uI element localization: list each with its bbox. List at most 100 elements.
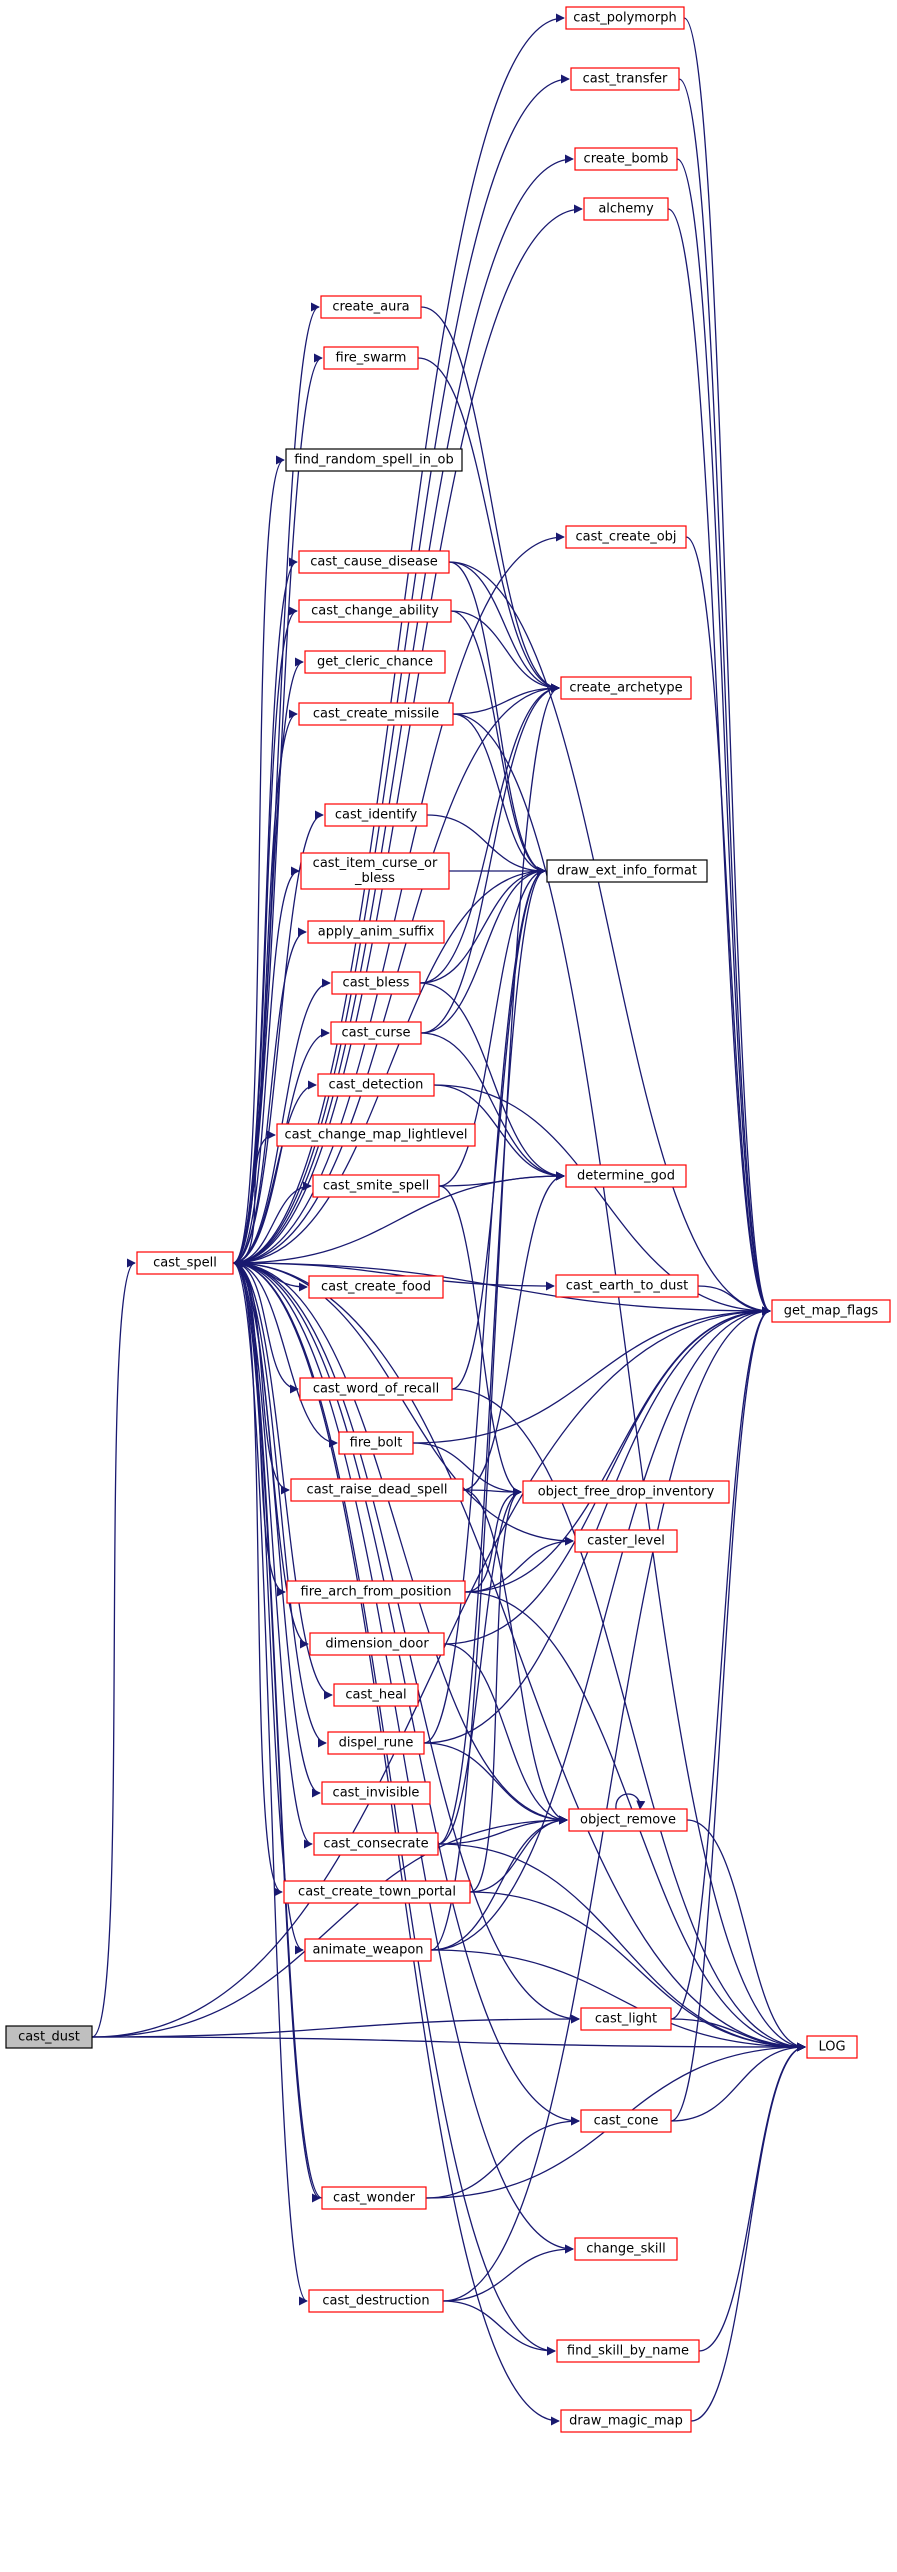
node-cast_change_map_lightlevel[interactable]: cast_change_map_lightlevel — [276, 1123, 476, 1147]
edge-cast_dust-to-cast_spell — [91, 1258, 136, 2038]
node-cast_spell[interactable]: cast_spell — [136, 1251, 234, 1275]
node-label: cast_cause_disease — [310, 555, 437, 570]
node-alchemy[interactable]: alchemy — [583, 197, 669, 221]
node-cast_earth_to_dust[interactable]: cast_earth_to_dust — [555, 1274, 699, 1298]
node-cast_identify[interactable]: cast_identify — [324, 803, 428, 827]
edge-cast_create_obj-to-get_map_flags — [685, 536, 771, 1316]
node-fire_swarm[interactable]: fire_swarm — [323, 346, 419, 370]
node-animate_weapon[interactable]: animate_weapon — [304, 1938, 432, 1962]
node-cast_cone[interactable]: cast_cone — [580, 2109, 672, 2133]
node-cast_change_ability[interactable]: cast_change_ability — [298, 599, 452, 623]
node-box — [298, 550, 450, 574]
edge-cast_cause_disease-to-get_map_flags — [448, 561, 771, 1316]
node-find_skill_by_name[interactable]: find_skill_by_name — [556, 2339, 700, 2363]
node-cast_invisible[interactable]: cast_invisible — [321, 1781, 431, 1805]
node-dimension_door[interactable]: dimension_door — [309, 1632, 445, 1656]
node-cast_create_food[interactable]: cast_create_food — [308, 1275, 444, 1299]
node-determine_god[interactable]: determine_god — [565, 1164, 687, 1188]
node-fire_bolt[interactable]: fire_bolt — [338, 1431, 414, 1455]
node-cast_create_missile[interactable]: cast_create_missile — [298, 702, 454, 726]
node-cast_curse[interactable]: cast_curse — [330, 1021, 422, 1045]
node-box — [806, 2035, 858, 2059]
edge-find_skill_by_name-to-LOG — [698, 2042, 806, 2352]
edge-animate_weapon-to-get_map_flags — [430, 1306, 771, 1951]
edge-cast_spell-to-draw_ext_info_format — [232, 866, 546, 1264]
node-apply_anim_suffix[interactable]: apply_anim_suffix — [307, 920, 445, 944]
node-get_cleric_chance[interactable]: get_cleric_chance — [304, 650, 446, 674]
node-cast_bless[interactable]: cast_bless — [331, 971, 421, 995]
node-label: cast_transfer — [583, 72, 668, 87]
edge-cast_transfer-to-get_map_flags — [678, 78, 771, 1316]
node-box — [304, 650, 446, 674]
node-label: fire_bolt — [350, 1436, 403, 1451]
node-label: cast_change_map_lightlevel — [285, 1128, 468, 1143]
node-label: cast_curse — [342, 1026, 411, 1041]
node-cast_create_obj[interactable]: cast_create_obj — [565, 525, 687, 549]
edge-cast_destruction-to-change_skill — [442, 2244, 574, 2302]
edge-cast_spell-to-apply_anim_suffix — [232, 927, 307, 1264]
edge-object_remove-to-object_remove — [615, 1793, 646, 1810]
node-cast_item_curse_or_bless[interactable]: cast_item_curse_or_bless — [300, 852, 450, 890]
node-box — [565, 525, 687, 549]
edge-cast_spell-to-object_remove — [232, 1262, 568, 1825]
edge-dispel_rune-to-object_remove — [423, 1742, 568, 1825]
node-cast_wonder[interactable]: cast_wonder — [321, 2186, 427, 2210]
node-cast_destruction[interactable]: cast_destruction — [308, 2289, 444, 2313]
edge-cast_spell-to-find_random_spell_in_ob — [232, 455, 285, 1264]
node-create_aura[interactable]: create_aura — [320, 295, 422, 319]
node-get_map_flags[interactable]: get_map_flags — [771, 1299, 891, 1323]
edge-cast_raise_dead_spell-to-determine_god — [462, 1171, 565, 1491]
node-cast_smite_spell[interactable]: cast_smite_spell — [312, 1174, 440, 1198]
node-change_skill[interactable]: change_skill — [574, 2237, 678, 2261]
node-cast_detection[interactable]: cast_detection — [317, 1073, 435, 1097]
edge-cast_consecrate-to-object_remove — [437, 1815, 568, 1845]
node-box — [309, 1632, 445, 1656]
node-label: change_skill — [586, 2242, 665, 2257]
node-create_bomb[interactable]: create_bomb — [574, 147, 678, 171]
edge-cast_bless-to-determine_god — [419, 982, 565, 1181]
node-draw_magic_map[interactable]: draw_magic_map — [560, 2409, 692, 2433]
edge-cast_curse-to-determine_god — [420, 1032, 565, 1181]
node-label: cast_item_curse_or — [313, 856, 438, 871]
edge-cast_bless-to-create_archetype — [419, 683, 560, 984]
node-object_remove[interactable]: object_remove — [568, 1808, 688, 1832]
edge-cast_spell-to-cast_word_of_recall — [232, 1262, 299, 1394]
node-box — [574, 147, 678, 171]
node-label: cast_cone — [594, 2114, 659, 2129]
node-box — [5, 2025, 93, 2049]
edge-cast_wonder-to-cast_cone — [425, 2116, 580, 2199]
node-create_archetype[interactable]: create_archetype — [560, 676, 692, 700]
node-box — [321, 2186, 427, 2210]
node-box — [285, 448, 463, 472]
node-dispel_rune[interactable]: dispel_rune — [327, 1731, 425, 1755]
node-label: cast_heal — [345, 1688, 406, 1703]
node-object_free_drop_inventory[interactable]: object_free_drop_inventory — [522, 1480, 730, 1504]
edge-cast_spell-to-cast_smite_spell — [232, 1181, 312, 1264]
node-box — [317, 1073, 435, 1097]
edge-cast_light-to-get_map_flags — [670, 1306, 771, 2020]
edge-fire_bolt-to-get_map_flags — [412, 1306, 771, 1444]
node-LOG[interactable]: LOG — [806, 2035, 858, 2059]
node-label: object_free_drop_inventory — [538, 1485, 715, 1500]
edge-cast_cone-to-get_map_flags — [670, 1306, 771, 2122]
edge-fire_swarm-to-create_archetype — [417, 357, 560, 693]
node-cast_transfer[interactable]: cast_transfer — [570, 67, 680, 91]
node-cast_heal[interactable]: cast_heal — [333, 1683, 419, 1707]
edge-cast_create_town_portal-to-object_free_drop_inventory — [469, 1487, 522, 1893]
node-label: LOG — [818, 2040, 845, 2055]
node-cast_raise_dead_spell[interactable]: cast_raise_dead_spell — [290, 1478, 464, 1502]
edge-cast_consecrate-to-object_free_drop_inventory — [437, 1487, 522, 1845]
edge-cast_polymorph-to-get_map_flags — [683, 17, 771, 1316]
node-cast_consecrate[interactable]: cast_consecrate — [313, 1832, 439, 1856]
edge-cast_spell-to-cast_consecrate — [232, 1262, 313, 1849]
node-fire_arch_from_position[interactable]: fire_arch_from_position — [286, 1580, 466, 1604]
node-cast_word_of_recall[interactable]: cast_word_of_recall — [299, 1377, 453, 1401]
node-caster_level[interactable]: caster_level — [574, 1529, 678, 1553]
node-cast_create_town_portal[interactable]: cast_create_town_portal — [283, 1880, 471, 1904]
node-cast_light[interactable]: cast_light — [580, 2007, 672, 2031]
edge-cast_raise_dead_spell-to-object_free_drop_inventory — [462, 1487, 522, 1497]
node-box — [304, 1938, 432, 1962]
edge-cast_earth_to_dust-to-get_map_flags — [697, 1285, 771, 1316]
node-cast_polymorph[interactable]: cast_polymorph — [565, 6, 685, 30]
node-cast_cause_disease[interactable]: cast_cause_disease — [298, 550, 450, 574]
